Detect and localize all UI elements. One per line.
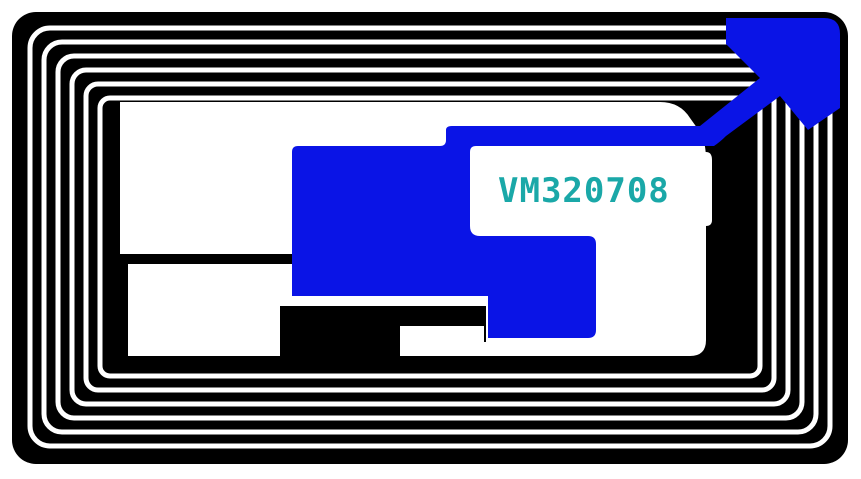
coil-gap-1 xyxy=(27,25,833,449)
coil-gap-3 xyxy=(55,53,805,421)
coil-gap-4 xyxy=(69,67,791,407)
coil-gap-2 xyxy=(41,39,819,435)
tag-label: VM320708 xyxy=(498,171,670,211)
chip-trace-left xyxy=(116,254,128,362)
label-box xyxy=(478,152,712,226)
coil-gap-5 xyxy=(83,81,777,393)
antenna-coil xyxy=(27,25,833,449)
chip-pad-left xyxy=(280,306,350,362)
chip-gap xyxy=(400,326,484,342)
coil-gap-6 xyxy=(97,95,763,379)
bridge-conductor xyxy=(292,18,840,338)
chip-pad-step xyxy=(350,342,400,356)
chip-trace-top xyxy=(116,254,298,264)
chip-gap-left xyxy=(130,276,280,356)
